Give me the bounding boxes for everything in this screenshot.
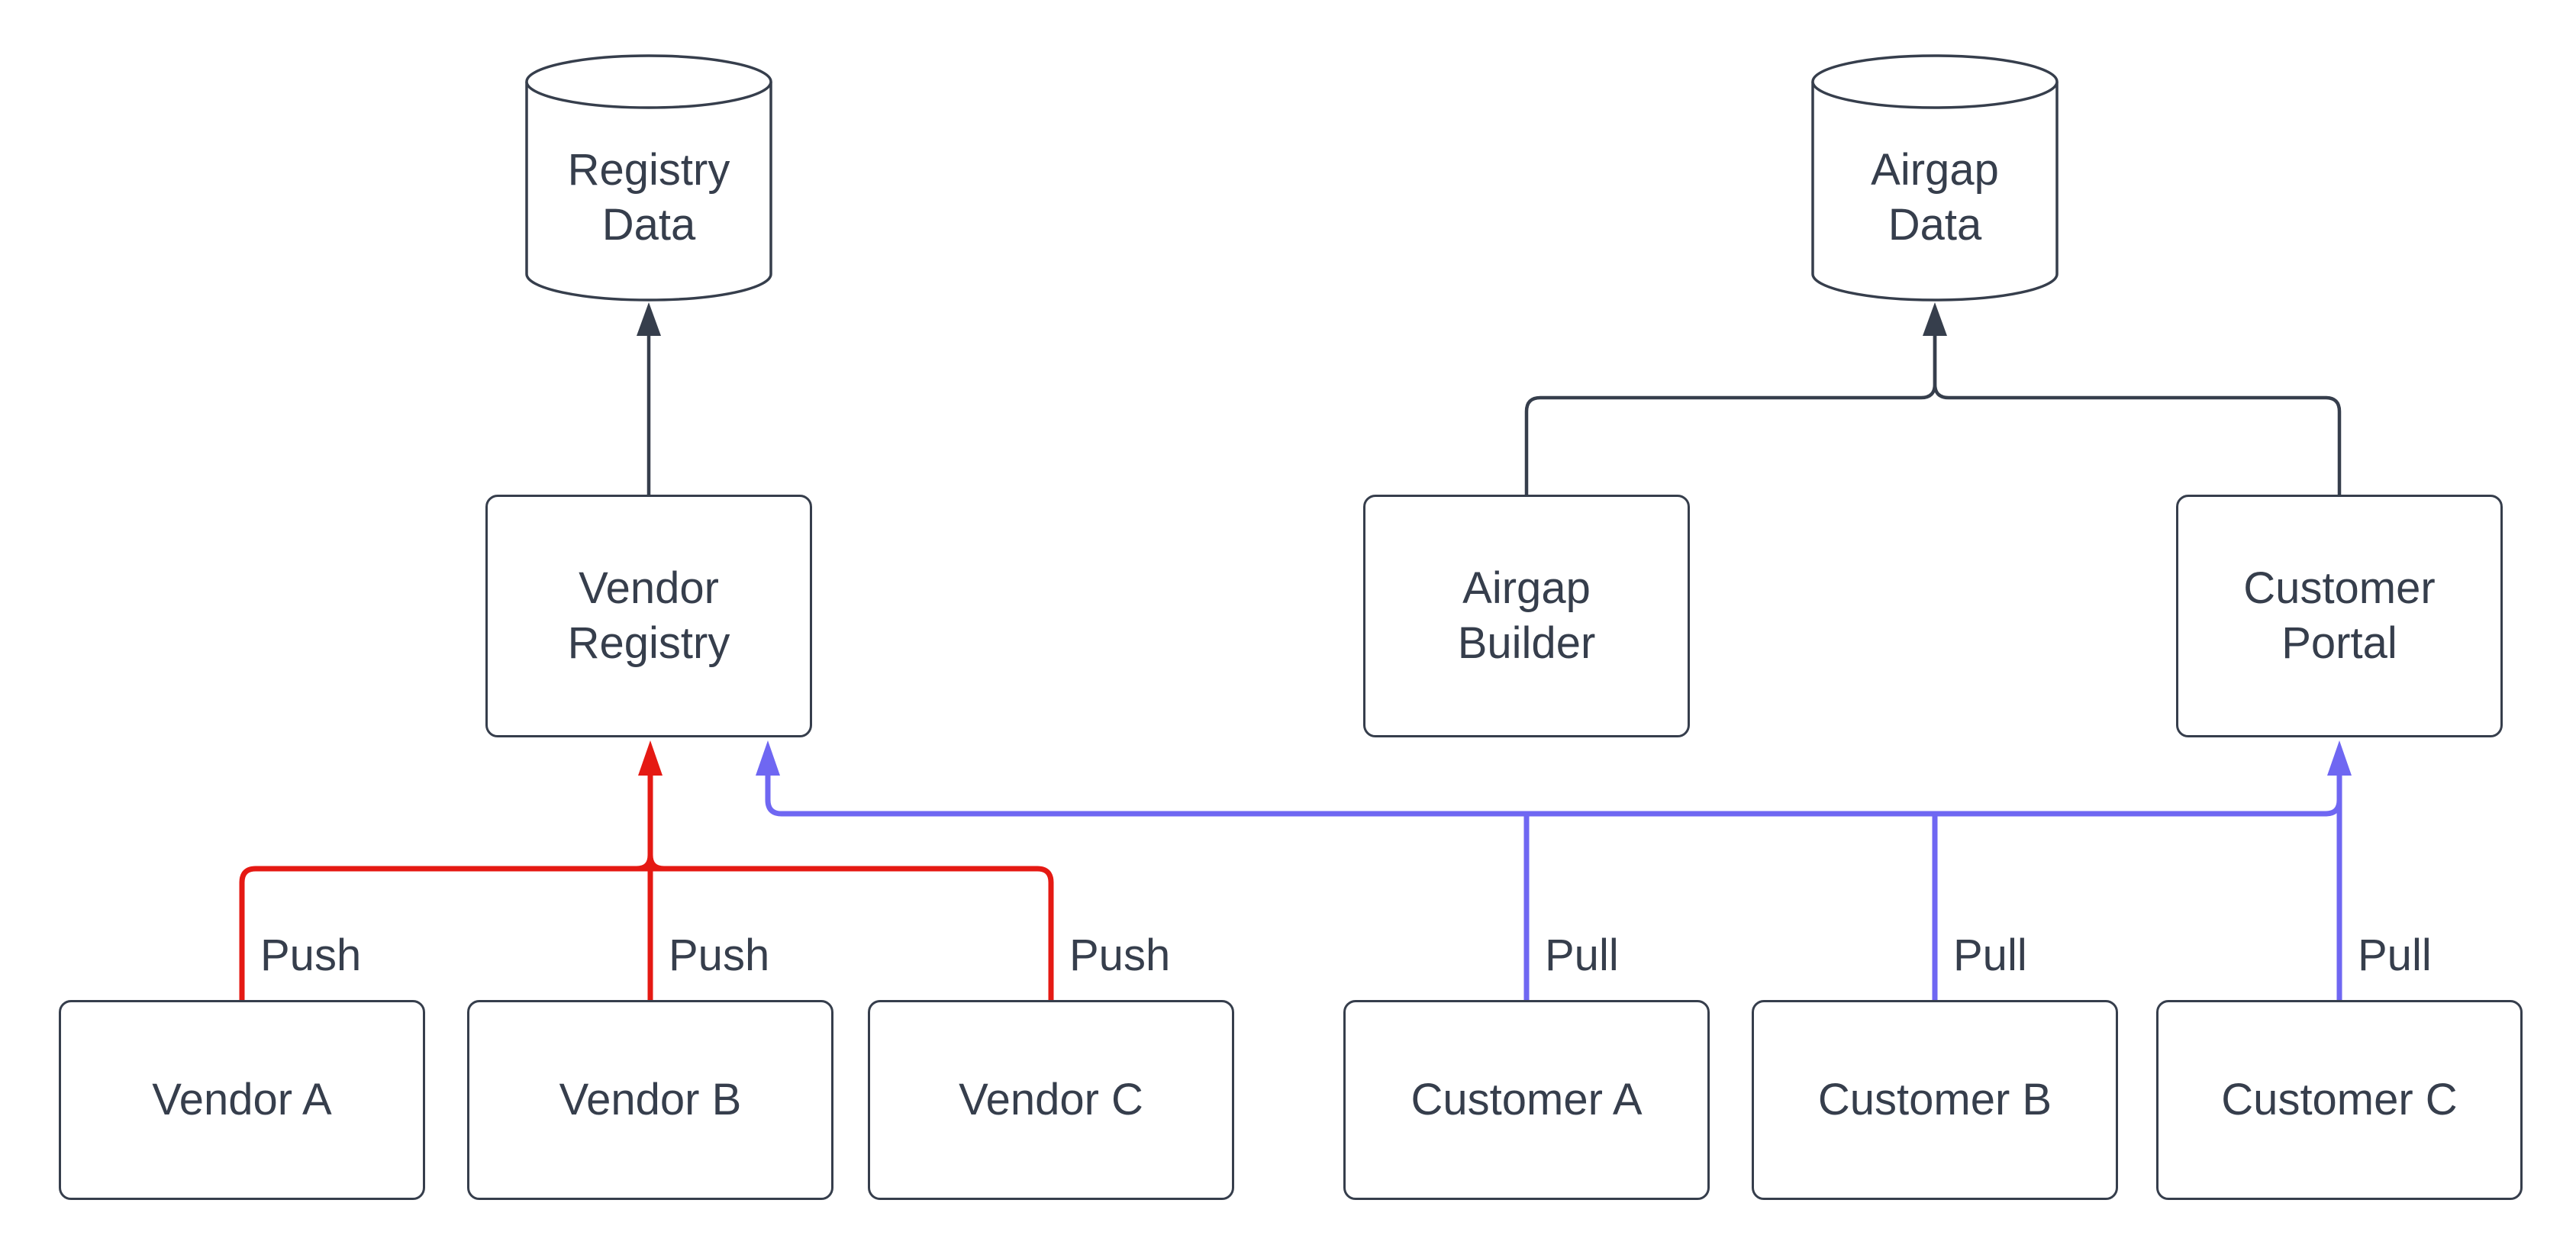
push-edge-vendor-a: [239, 866, 1037, 1000]
edge-label-push-vendor-a: Push: [260, 931, 362, 980]
node-registry-data: Registry Data: [527, 76, 771, 320]
node-vendor-c: Vendor C: [868, 1000, 1234, 1200]
node-vendor-registry: Vendor Registry: [485, 495, 812, 737]
arrowhead-push-into-vendor-registry: [638, 740, 663, 776]
node-customer-a: Customer A: [1343, 1000, 1710, 1200]
edge-label-pull-customer-b: Pull: [1953, 931, 2027, 980]
registry-data-cylinder-shape: [525, 54, 772, 302]
node-label: Customer C: [2221, 1074, 2458, 1124]
pull-trunk-to-vendor-registry: [765, 776, 2326, 817]
edge-customer-portal-to-airgap-data: [1933, 336, 2342, 495]
airgap-data-cylinder-shape: [1811, 54, 2059, 302]
node-customer-c: Customer C: [2156, 1000, 2523, 1200]
edge-label-pull-customer-a: Pull: [1545, 931, 1619, 980]
node-label: Vendor C: [959, 1074, 1143, 1124]
arrowhead-pull-into-customer-portal: [2327, 740, 2352, 776]
node-vendor-a: Vendor A: [59, 1000, 425, 1200]
push-edge-vendor-c: [1037, 866, 1054, 1000]
node-label: Vendor Registry: [567, 563, 730, 669]
node-label: Customer A: [1411, 1074, 1643, 1124]
node-label: Customer B: [1817, 1074, 2052, 1124]
edge-label-push-vendor-b: Push: [669, 931, 770, 980]
node-customer-b: Customer B: [1752, 1000, 2118, 1200]
registry-data-cylinder-top: [525, 54, 772, 109]
node-vendor-b: Vendor B: [467, 1000, 833, 1200]
edge-label-push-vendor-c: Push: [1069, 931, 1171, 980]
registry-data-cylinder-body: [525, 82, 772, 302]
airgap-data-cylinder-top: [1811, 54, 2059, 109]
node-customer-portal: Customer Portal: [2176, 495, 2503, 737]
node-label: Registry Data: [567, 144, 730, 250]
node-label: Customer Portal: [2243, 563, 2436, 669]
node-airgap-data: Airgap Data: [1813, 76, 2057, 320]
arrowhead-into-airgap-data: [1923, 302, 1947, 336]
edge-airgap-builder-to-airgap-data: [1524, 336, 1937, 495]
arrowhead-into-registry-data: [637, 302, 661, 336]
node-label: Airgap Data: [1871, 144, 1999, 250]
arrowhead-pull-into-vendor-registry: [756, 740, 780, 776]
node-label: Vendor B: [559, 1074, 742, 1124]
edge-label-pull-customer-c: Pull: [2358, 931, 2432, 980]
airgap-data-cylinder-body: [1811, 82, 2059, 302]
node-label: Airgap Builder: [1457, 563, 1596, 669]
node-label: Vendor A: [152, 1074, 332, 1124]
node-airgap-builder: Airgap Builder: [1363, 495, 1690, 737]
